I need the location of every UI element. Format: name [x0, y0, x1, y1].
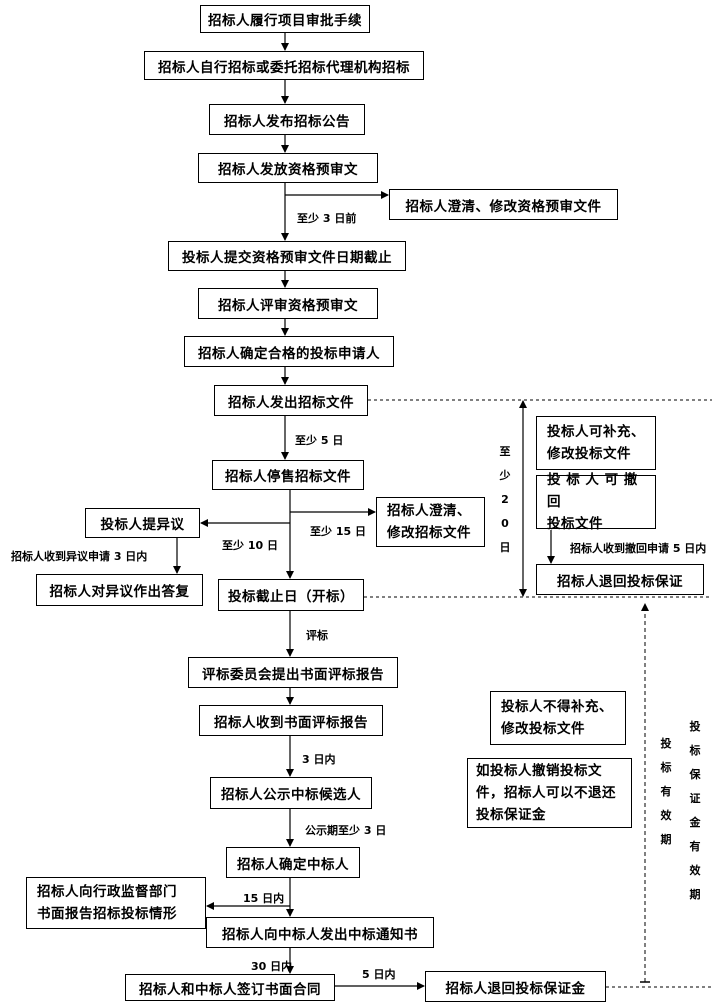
- report-line-1: 招标人向行政监督部门: [37, 884, 177, 900]
- step-publish-notice: 招标人发布招标公告: [209, 104, 365, 135]
- step-objection-reply: 招标人对异议作出答复: [36, 574, 203, 606]
- side-no-supplement: 投标人不得补充、 修改投标文件: [490, 691, 626, 745]
- step-prequal-deadline: 投标人提交资格预审文件日期截止: [168, 241, 406, 271]
- label-bid-validity: 投标有效期: [660, 737, 672, 846]
- step-clarify-prequal: 招标人澄清、修改资格预审文件: [389, 189, 618, 220]
- step-review-prequal: 招标人评审资格预审文: [198, 288, 378, 319]
- step-stop-sale: 招标人停售招标文件: [212, 460, 364, 490]
- label-within-30-days: 30 日内: [251, 960, 293, 973]
- no-refund-line-2: 件，招标人可以不退还: [476, 785, 616, 801]
- label-min-10-days: 至少 10 日: [222, 539, 278, 552]
- step-objection: 投标人提异议: [85, 508, 200, 538]
- side-refund-bond: 招标人退回投标保证: [536, 564, 704, 595]
- supplement-line-1: 投标人可补充、: [547, 424, 645, 440]
- label-within-3-days: 3 日内: [302, 753, 336, 766]
- step-self-or-agent: 招标人自行招标或委托招标代理机构招标: [144, 51, 424, 80]
- label-min-5-days: 至少 5 日: [295, 434, 344, 447]
- step-report-supervision: 招标人向行政监督部门 书面报告招标投标情形: [26, 877, 206, 929]
- withdraw-line-2: 投标文件: [547, 516, 603, 532]
- label-min-3-days: 至少 3 日前: [297, 212, 357, 225]
- label-min-20-days: 至少20日: [499, 445, 511, 554]
- step-publicize-candidates: 招标人公示中标候选人: [210, 777, 372, 809]
- no-supplement-line-1: 投标人不得补充、: [501, 699, 613, 715]
- step-bid-deadline: 投标截止日（开标）: [218, 579, 364, 611]
- label-within-5-days: 5 日内: [362, 968, 396, 981]
- label-bond-validity: 投标保证金有效期: [689, 720, 701, 901]
- label-min-15-days: 至少 15 日: [310, 525, 366, 538]
- side-can-withdraw: 投 标 人 可 撤 回 投标文件: [536, 472, 656, 532]
- step-sign-contract: 招标人和中标人签订书面合同: [125, 974, 335, 1001]
- no-refund-line-1: 如投标人撤销投标文: [476, 763, 602, 779]
- step-award-notice: 招标人向中标人发出中标通知书: [206, 917, 434, 948]
- step-receive-report: 招标人收到书面评标报告: [199, 705, 383, 736]
- clarify-line-2: 修改招标文件: [387, 525, 471, 541]
- step-refund-bond: 招标人退回投标保证金: [425, 971, 606, 1002]
- no-refund-line-3: 投标保证金: [476, 807, 546, 823]
- clarify-line-1: 招标人澄清、: [387, 503, 471, 519]
- label-withdraw-5-days: 招标人收到撤回申请 5 日内: [570, 542, 707, 555]
- step-confirm-applicants: 招标人确定合格的投标申请人: [184, 336, 394, 367]
- withdraw-line-1: 投 标 人 可 撤 回: [547, 472, 638, 510]
- step-issue-tender-docs: 招标人发出招标文件: [214, 385, 368, 416]
- step-eval-report: 评标委员会提出书面评标报告: [188, 657, 398, 688]
- side-no-refund: 如投标人撤销投标文 件，招标人可以不退还 投标保证金: [467, 758, 632, 828]
- side-can-supplement: 投标人可补充、 修改投标文件: [536, 416, 656, 470]
- step-confirm-winner: 招标人确定中标人: [226, 847, 360, 878]
- step-approval: 招标人履行项目审批手续: [200, 5, 370, 33]
- report-line-2: 书面报告招标投标情形: [37, 906, 177, 922]
- step-clarify-tender-docs: 招标人澄清、 修改招标文件: [376, 497, 485, 547]
- label-publicity-3-days: 公示期至少 3 日: [305, 824, 387, 837]
- no-supplement-line-2: 修改投标文件: [501, 721, 585, 737]
- label-objection-3-days: 招标人收到异议申请 3 日内: [11, 550, 148, 563]
- label-evaluation: 评标: [306, 629, 328, 642]
- supplement-line-2: 修改投标文件: [547, 446, 631, 462]
- step-issue-prequal: 招标人发放资格预审文: [198, 153, 378, 183]
- label-within-15-days: 15 日内: [243, 892, 285, 905]
